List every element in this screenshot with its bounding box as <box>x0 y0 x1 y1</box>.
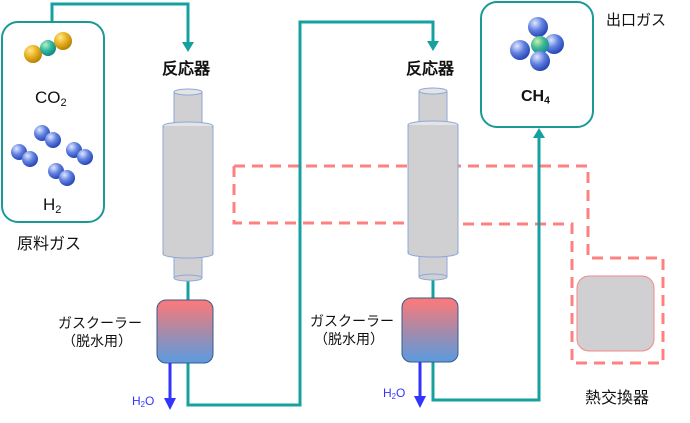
pipe-cooler2-to-outlet <box>431 136 541 402</box>
reactor-2-label: 反応器 <box>406 59 455 78</box>
gas-cooler-2 <box>401 297 459 363</box>
water-drain-arrow-1 <box>164 363 176 410</box>
pipe-network <box>50 2 541 407</box>
reactor-1-label: 反応器 <box>162 59 211 78</box>
heat-exchange-loop <box>232 164 665 365</box>
dashed-loop-inner <box>232 166 404 225</box>
water-drain-arrow-2 <box>414 362 426 408</box>
water-label-1-main: H <box>132 394 141 408</box>
cooler-2-label-line1: ガスクーラー <box>310 314 394 330</box>
feed-gas-box <box>1 21 105 223</box>
water-label-2-main: H <box>383 386 392 400</box>
cooler-2-label-line2: （脱水用） <box>314 332 384 348</box>
gas-cooler-1 <box>156 299 214 364</box>
cooler-1-label-line2: （脱水用） <box>62 334 132 350</box>
cooler-1-label-line1: ガスクーラー <box>58 316 142 332</box>
ch4-molecule-icon <box>510 17 564 71</box>
ch4-formula-main: CH <box>521 88 545 105</box>
co2-formula-sub: 2 <box>60 96 67 109</box>
water-label-1-tail: O <box>145 394 155 408</box>
co2-formula: CO2 <box>35 88 67 109</box>
h2-molecule-icon <box>11 125 93 186</box>
h2-formula-main: H <box>43 195 56 214</box>
feed-gas-label: 原料ガス <box>17 234 82 253</box>
dashed-loop-outer <box>234 164 665 365</box>
heat-exchanger-label: 熱交換器 <box>585 388 650 407</box>
arrow-head-reactor2-inlet <box>427 41 439 51</box>
reactor-1 <box>162 88 214 282</box>
co2-molecule-icon <box>24 32 72 63</box>
h2-formula-sub: 2 <box>55 203 62 216</box>
heat-exchanger <box>576 275 655 352</box>
pipe-feed-to-reactor1 <box>50 2 190 42</box>
water-label-2-sub: 2 <box>391 391 397 401</box>
pipe-cooler1-to-reactor2 <box>186 20 435 407</box>
water-label-2-tail: O <box>396 386 406 400</box>
arrow-head-reactor1-inlet <box>182 42 194 52</box>
water-label-1-sub: 2 <box>140 399 146 409</box>
water-label-2: H2O <box>383 386 405 401</box>
co2-formula-main: CO <box>35 88 61 107</box>
h2-formula: H2 <box>43 195 61 216</box>
arrow-head-outlet-inlet <box>533 128 545 138</box>
reactor-2 <box>407 87 459 281</box>
ch4-formula-sub: 4 <box>544 95 550 107</box>
water-label-1: H2O <box>132 394 154 409</box>
outlet-gas-label: 出口ガス <box>606 11 667 29</box>
ch4-formula: CH4 <box>521 88 550 107</box>
